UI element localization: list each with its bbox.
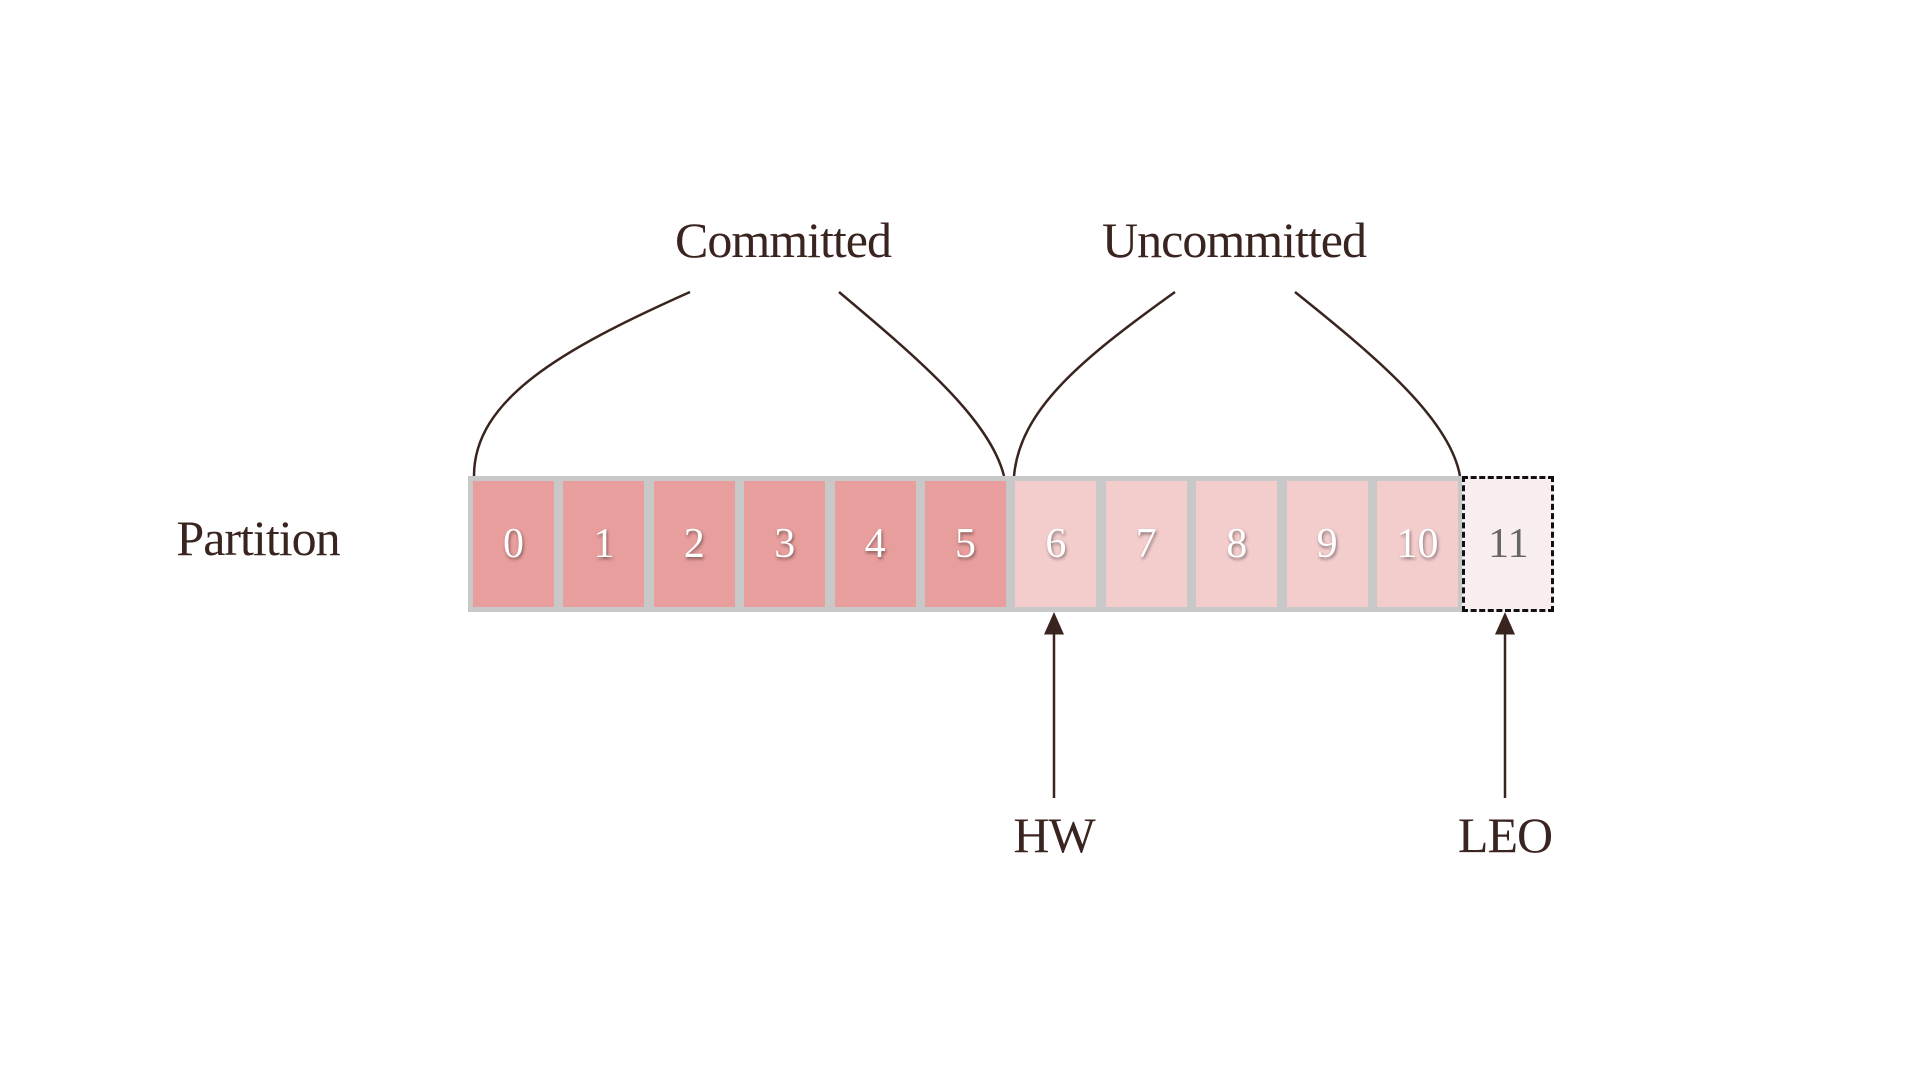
log-offset-cell-5: 5 — [920, 476, 1011, 612]
log-offset-cell-3: 3 — [739, 476, 831, 612]
log-offset-cell-0: 0 — [468, 476, 559, 612]
leo-label: LEO — [1457, 807, 1553, 863]
hw-label: HW — [1013, 807, 1095, 863]
log-offset-cell-10: 10 — [1372, 476, 1463, 612]
log-offset-cell-4: 4 — [829, 476, 921, 612]
log-offset-cell-8: 8 — [1191, 476, 1283, 612]
uncommitted-brace-left — [1012, 290, 1176, 477]
log-offset-cell-6: 6 — [1010, 476, 1102, 612]
log-offset-cell-1: 1 — [558, 476, 650, 612]
committed-label: Committed — [675, 212, 892, 268]
uncommitted-brace-right — [1294, 291, 1462, 477]
committed-brace-left — [472, 290, 691, 477]
log-offset-cell-7: 7 — [1100, 476, 1192, 612]
log-offset-cell-2: 2 — [648, 476, 740, 612]
log-offset-cell-9: 9 — [1281, 476, 1373, 612]
committed-brace-right — [838, 291, 1006, 477]
log-offset-cell-11: 11 — [1462, 476, 1555, 612]
uncommitted-label: Uncommitted — [1102, 212, 1367, 268]
partition-label: Partition — [176, 510, 340, 566]
